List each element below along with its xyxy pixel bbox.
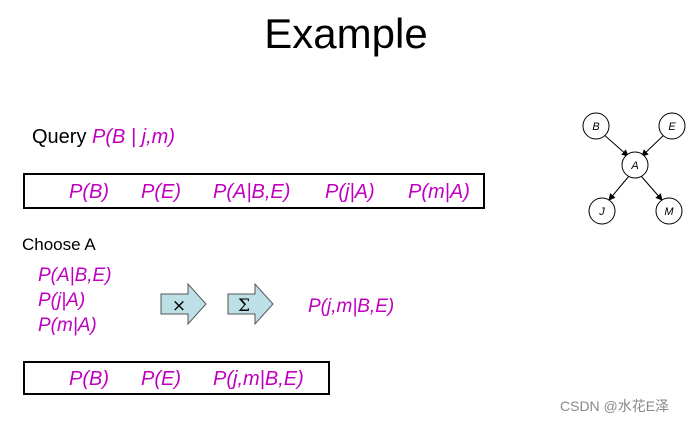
node-b: B — [582, 112, 610, 140]
svg-text:B: B — [592, 121, 599, 133]
query-expression: P(B | j,m) — [92, 126, 175, 148]
sum-symbol: Σ — [238, 296, 250, 316]
factor-item: P(B) — [69, 368, 109, 390]
factor-item: P(j,m|B,E) — [213, 368, 304, 390]
node-a: A — [621, 151, 649, 179]
edge-b-a — [601, 132, 629, 157]
factor-item: P(m|A) — [408, 181, 470, 203]
factor-item: P(A|B,E) — [213, 181, 291, 203]
result-factor: P(j,m|B,E) — [308, 296, 395, 317]
factor-item: P(E) — [141, 368, 181, 390]
edge-a-j — [608, 175, 630, 201]
slide-title: Example — [264, 10, 428, 57]
factor-list-box-1: P(B) P(E) P(A|B,E) P(j|A) P(m|A) — [23, 173, 485, 209]
edge-a-m — [640, 175, 663, 201]
watermark: CSDN @水花E泽 — [560, 398, 670, 414]
factor-list-box-2: P(B) P(E) P(j,m|B,E) — [23, 361, 330, 395]
svg-text:J: J — [598, 206, 605, 218]
selected-factor: P(A|B,E) — [38, 265, 112, 286]
choose-variable-label: Choose A — [22, 235, 96, 254]
sum-arrow-icon: Σ — [227, 282, 274, 326]
selected-factor: P(j|A) — [38, 290, 86, 311]
edge-e-a — [641, 132, 667, 157]
factor-item: P(E) — [141, 181, 181, 203]
selected-factor: P(m|A) — [38, 315, 97, 336]
node-e: E — [658, 112, 686, 140]
factor-item: P(j|A) — [325, 181, 375, 203]
factor-item: P(B) — [69, 181, 109, 203]
query-label: Query — [32, 126, 93, 148]
svg-text:M: M — [664, 206, 674, 218]
query-line: Query P(B | j,m) — [32, 126, 175, 149]
svg-text:A: A — [630, 160, 638, 172]
selected-factors: P(A|B,E) P(j|A) P(m|A) — [38, 263, 112, 338]
node-j: J — [588, 197, 616, 225]
multiply-arrow-icon: × — [160, 282, 207, 326]
bayes-network-diagram: B E A J M — [582, 112, 686, 225]
node-m: M — [655, 197, 683, 225]
multiply-symbol: × — [172, 296, 186, 316]
svg-text:E: E — [668, 121, 676, 133]
